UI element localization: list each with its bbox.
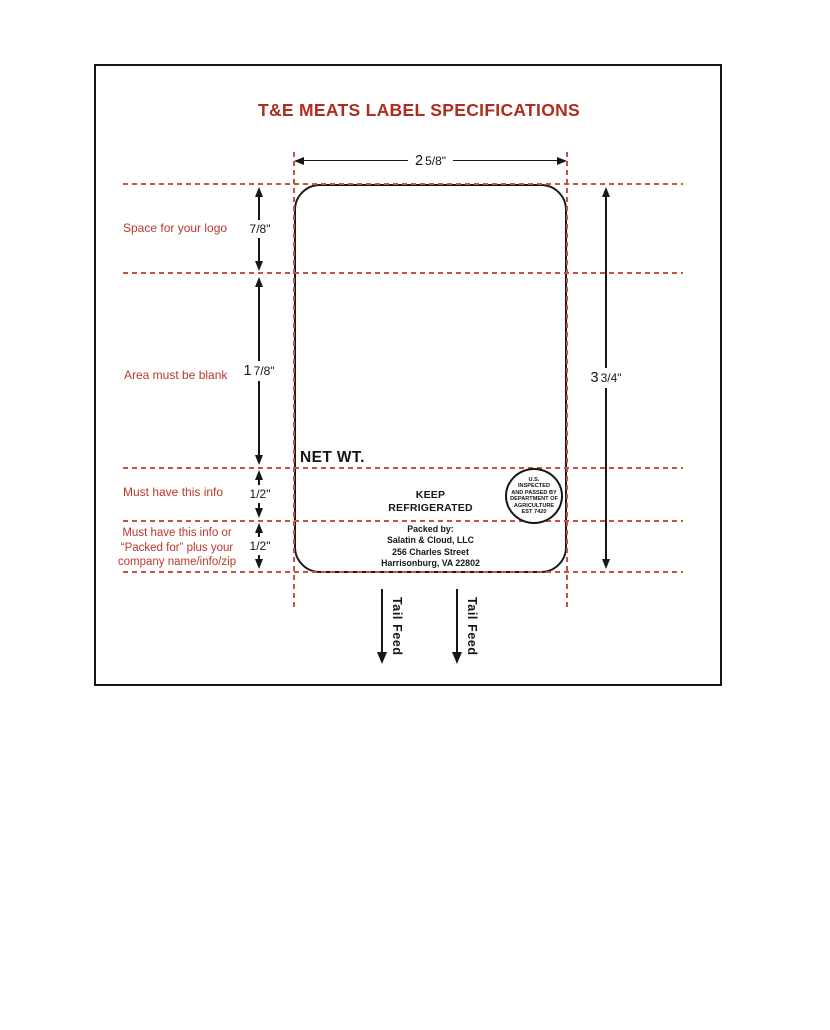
arrow-right-icon: [557, 156, 567, 165]
page-title: T&E MEATS LABEL SPECIFICATIONS: [257, 100, 581, 120]
arrow-down-icon: [377, 652, 387, 664]
arrow-down-icon: [255, 261, 263, 271]
arrow-left-icon: [294, 156, 304, 165]
seal-line: DEPARTMENT OF: [510, 496, 558, 502]
annotation-info-band-1: Must have this info: [123, 485, 224, 499]
dimension-line: [258, 197, 260, 220]
dimension-line: [258, 381, 260, 455]
arrow-down-icon: [255, 508, 263, 518]
packed-line: Salatin & Cloud, LLC: [387, 535, 474, 546]
dimension-whole: 1: [243, 363, 252, 379]
guide-line-info-split: [123, 520, 683, 522]
packed-by-block: Packed by: Salatin & Cloud, LLC 256 Char…: [294, 524, 567, 569]
arrow-up-icon: [255, 470, 263, 480]
arrow-down-icon: [255, 559, 263, 569]
dimension-value: 1/2": [248, 537, 271, 555]
net-weight-text: NET WT.: [300, 449, 365, 466]
dimension-line: [258, 238, 260, 261]
guide-line-label-right: [566, 152, 568, 608]
dimension-line: [605, 197, 607, 368]
annotation-info-band-2: Must have this info or “Packed for” plus…: [106, 526, 248, 570]
dimension-value: 7/8": [248, 220, 271, 238]
annotation-logo-space: Space for your logo: [123, 221, 228, 235]
dimension-info-band-1: 1/2": [246, 470, 272, 518]
dimension-line: [304, 159, 408, 162]
dimension-whole: 2: [414, 152, 424, 169]
keep-refrigerated-text: KEEP REFRIGERATED: [294, 489, 567, 515]
dimension-fraction: 3/4": [600, 371, 622, 385]
packed-line: 256 Charles Street: [392, 546, 469, 557]
tail-feed-label: Tail Feed: [465, 597, 479, 656]
dimension-line: [258, 287, 260, 361]
dimension-line: [258, 503, 260, 508]
arrow-up-icon: [255, 277, 263, 287]
arrow-up-icon: [255, 523, 263, 533]
guide-line-blank-bottom: [123, 467, 683, 469]
dimension-fraction: 7/8": [249, 222, 271, 236]
dimension-info-band-2: 1/2": [246, 523, 272, 569]
arrow-up-icon: [255, 187, 263, 197]
seal-line: AND PASSED BY: [511, 489, 557, 496]
seal-line: AGRICULTURE: [513, 502, 555, 509]
annotation-blank-area: Area must be blank: [124, 368, 228, 382]
dimension-fraction: 7/8": [253, 364, 275, 378]
dimension-line: [258, 533, 260, 537]
dimension-line: [453, 159, 557, 162]
guide-line-label-left: [293, 152, 295, 608]
seal-line: U.S.: [528, 476, 540, 483]
keep-line: KEEP: [415, 489, 446, 501]
dimension-fraction: 5/8": [425, 153, 447, 168]
arrow-down-icon: [602, 559, 610, 569]
dimension-fraction: 1/2": [249, 539, 271, 553]
arrow-down-icon: [452, 652, 462, 664]
dimension-line: [258, 555, 260, 559]
arrow-up-icon: [602, 187, 610, 197]
packed-line: Harrisonburg, VA 22802: [381, 557, 480, 568]
seal-line: EST 7420: [521, 509, 547, 515]
guide-line-label-top: [123, 183, 683, 185]
dimension-line: [258, 480, 260, 485]
dimension-whole: 3: [590, 370, 599, 386]
annotation-line: company name/info/zip: [117, 556, 237, 569]
tail-feed-arrow-line: [456, 589, 458, 654]
dimension-line: [605, 388, 607, 559]
guide-line-logo-bottom: [123, 272, 683, 274]
annotation-line: “Packed for” plus your: [120, 541, 234, 554]
dimension-fraction: 1/2": [249, 487, 271, 501]
tail-feed-arrow-line: [381, 589, 383, 654]
dimension-logo-space: 7/8": [246, 187, 272, 271]
seal-line: INSPECTED: [517, 483, 550, 489]
keep-line: REFRIGERATED: [388, 502, 473, 514]
arrow-down-icon: [255, 455, 263, 465]
usda-inspection-seal: U.S. INSPECTED AND PASSED BY DEPARTMENT …: [505, 468, 563, 524]
tail-feed-label: Tail Feed: [390, 597, 404, 656]
packed-line: Packed by:: [407, 524, 454, 534]
annotation-line: Must have this info or: [122, 527, 232, 539]
dimension-value: 1/2": [248, 485, 271, 503]
guide-line-label-bottom: [123, 571, 683, 573]
